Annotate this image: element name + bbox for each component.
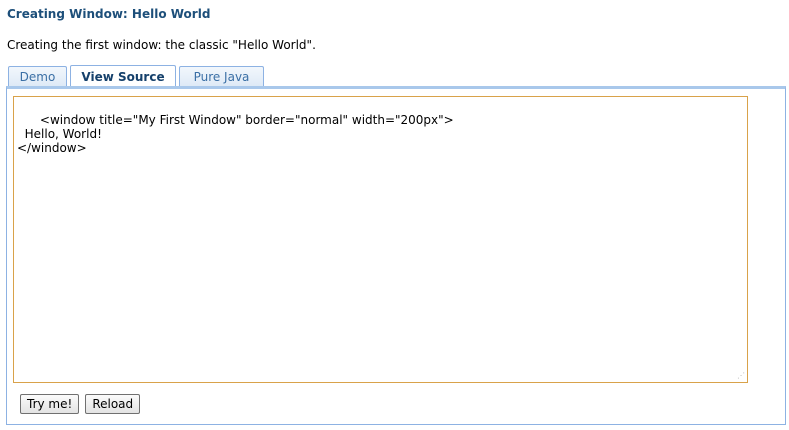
tab-panel: <window title="My First Window" border="… (6, 86, 786, 425)
source-editor[interactable]: <window title="My First Window" border="… (13, 96, 748, 383)
tab-demo[interactable]: Demo (8, 66, 67, 87)
reload-button[interactable]: Reload (85, 394, 141, 414)
try-me-button[interactable]: Try me! (20, 394, 80, 414)
page-title: Creating Window: Hello World (7, 7, 211, 21)
page-description: Creating the first window: the classic "… (7, 38, 316, 52)
source-code: <window title="My First Window" border="… (17, 113, 454, 155)
tab-pure-java[interactable]: Pure Java (179, 66, 264, 87)
button-row: Try me! Reload (20, 394, 146, 414)
tab-bar: Demo View Source Pure Java (8, 64, 267, 88)
resize-grip-icon[interactable]: ⋰ (737, 371, 745, 380)
tab-view-source[interactable]: View Source (70, 65, 176, 88)
